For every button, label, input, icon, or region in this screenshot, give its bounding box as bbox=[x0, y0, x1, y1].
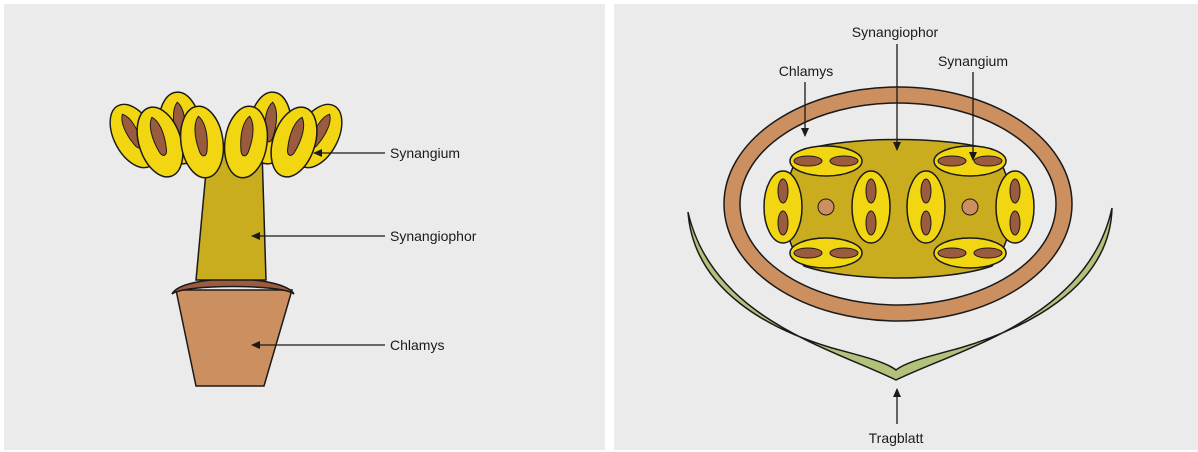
label-chlamys-right: Chlamys bbox=[779, 63, 833, 79]
left-panel bbox=[4, 4, 605, 450]
label-chlamys-left: Chlamys bbox=[390, 337, 444, 353]
label-synangiophor-right: Synangiophor bbox=[852, 24, 939, 40]
label-synangiophor-left: Synangiophor bbox=[390, 228, 477, 244]
label-synangium-left: Synangium bbox=[390, 145, 460, 161]
synangium-center-right bbox=[962, 199, 978, 215]
synangium-center-left bbox=[818, 199, 834, 215]
label-tragblatt: Tragblatt bbox=[869, 430, 924, 446]
label-synangium-right: Synangium bbox=[938, 53, 1008, 69]
